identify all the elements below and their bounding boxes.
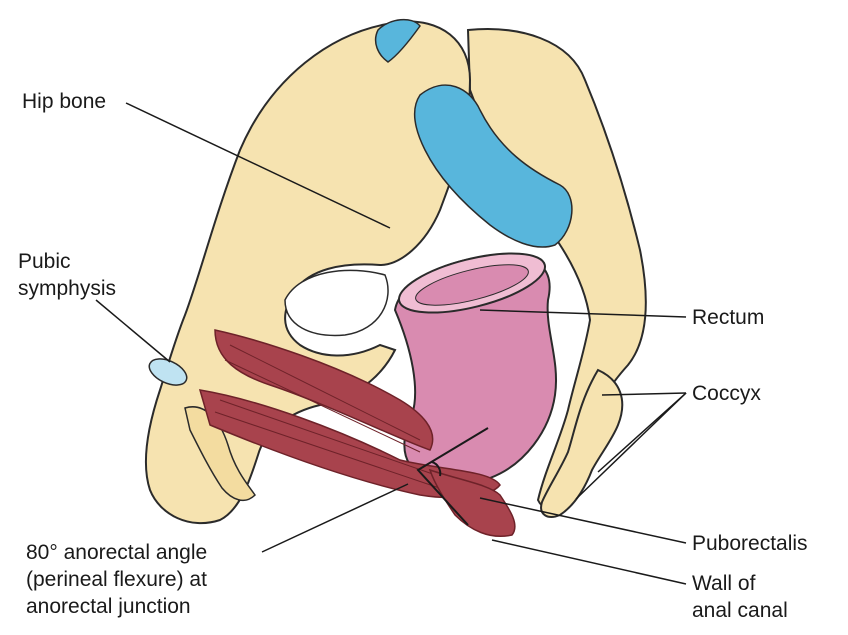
label-anorectal-angle-line2: (perineal flexure) at [26, 566, 207, 593]
label-coccyx: Coccyx [692, 380, 761, 407]
label-pubic-symphysis-line2: symphysis [18, 275, 116, 302]
label-anal-canal-line2: anal canal [692, 597, 788, 624]
label-pubic-symphysis: Pubic symphysis [18, 248, 116, 302]
label-anal-canal-line1: Wall of [692, 570, 788, 597]
label-anorectal-angle: 80° anorectal angle (perineal flexure) a… [26, 539, 207, 620]
label-anal-canal: Wall of anal canal [692, 570, 788, 624]
label-anorectal-angle-line3: anorectal junction [26, 593, 207, 620]
label-rectum: Rectum [692, 304, 764, 331]
label-hip-bone: Hip bone [22, 88, 106, 115]
label-anorectal-angle-line1: 80° anorectal angle [26, 539, 207, 566]
label-pubic-symphysis-line1: Pubic [18, 248, 116, 275]
label-puborectalis: Puborectalis [692, 530, 808, 557]
